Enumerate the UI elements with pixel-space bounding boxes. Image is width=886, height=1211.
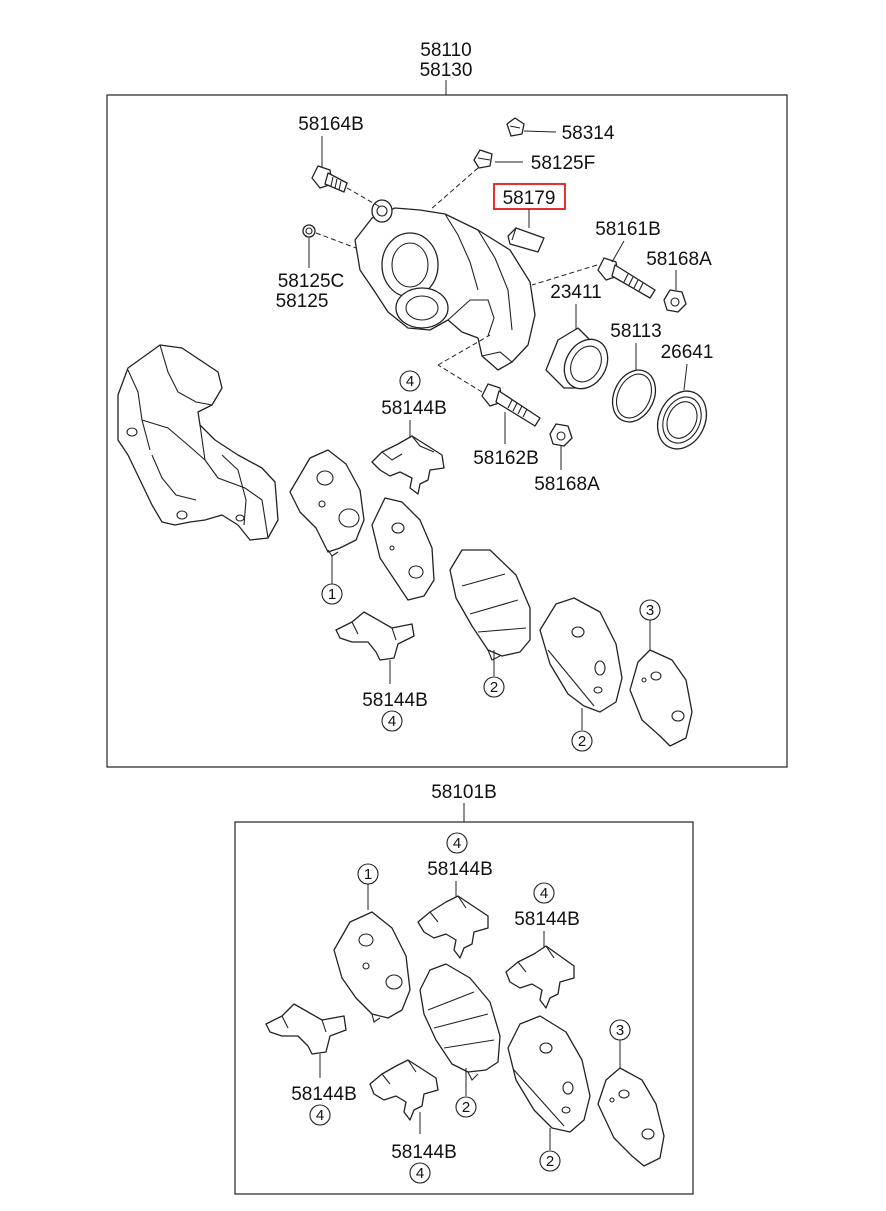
callout-2-text: 2 (546, 1153, 554, 1170)
callout-2-bottom-a: 2 (455, 1096, 477, 1118)
label-58144B-top-b: 58144B (362, 690, 428, 711)
pad-kit-code-58101B: 58101B (431, 782, 497, 803)
label-58144B-bottom-4: 58144B (391, 1142, 457, 1163)
label-58144B-top-a: 58144B (381, 398, 447, 419)
callout-2-top-b: 2 (571, 730, 593, 752)
callout-1-text: 1 (328, 586, 336, 603)
shim-pad-1 (289, 449, 365, 557)
shim-pad-1-bottom (333, 911, 411, 1023)
callout-1-text: 1 (364, 866, 372, 883)
callout-4-text: 4 (453, 835, 461, 852)
brake-pad-2-top-a (449, 549, 531, 661)
nut-58168A-bottom (549, 423, 573, 447)
anti-rattle-clip-bottom-4 (369, 1059, 439, 1121)
caliper-bracket (117, 344, 279, 541)
callout-2-top-a: 2 (483, 676, 505, 698)
callout-4-text: 4 (388, 713, 396, 730)
piston-boot-26641 (656, 390, 708, 450)
label-26641: 26641 (661, 342, 714, 363)
leader-58161B (611, 240, 625, 263)
callout-4-bottom-d: 4 (409, 1162, 431, 1184)
anti-rattle-clip-bottom-2 (505, 945, 575, 1009)
label-58164B: 58164B (298, 114, 364, 135)
label-58144B-bottom-1: 58144B (427, 859, 493, 880)
shim-plate-3-top (629, 649, 693, 747)
guide-bolt-58161B (531, 257, 656, 299)
brake-pad-2-top-b (539, 597, 623, 713)
piston-seal-58113 (611, 369, 657, 423)
brake-pad-2-bottom-b (507, 1015, 591, 1133)
anti-rattle-clip-bottom-3 (265, 1003, 347, 1055)
callout-4-bottom-c: 4 (309, 1104, 331, 1126)
label-58113: 58113 (610, 321, 661, 342)
callout-2-bottom-b: 2 (539, 1150, 561, 1172)
washer-58125C (302, 224, 357, 249)
label-58144B-bottom-2: 58144B (514, 909, 580, 930)
label-58168A-bottom: 58168A (534, 474, 600, 495)
label-58144B-bottom-3: 58144B (291, 1084, 357, 1105)
callout-4-top-a: 4 (399, 370, 421, 392)
label-23411: 23411 (550, 282, 601, 303)
callout-3-bottom: 3 (609, 1019, 631, 1041)
bleeder-screw-58125F (429, 149, 493, 211)
piston-23411 (545, 327, 609, 390)
brake-pad-2-bottom-a (419, 963, 501, 1081)
callout-3-text: 3 (616, 1022, 624, 1039)
anti-rattle-clip-top (371, 435, 445, 495)
caliper-housing (354, 199, 536, 371)
callout-4-text: 4 (406, 373, 414, 390)
shim-plate-a (371, 497, 435, 601)
callout-2-text: 2 (578, 733, 586, 750)
label-58125C: 58125C (278, 271, 345, 292)
callout-4-text: 4 (416, 1165, 424, 1182)
label-58125: 58125 (276, 291, 329, 312)
callout-1-bottom: 1 (357, 863, 379, 885)
leader-58314 (523, 130, 557, 133)
callout-1-top: 1 (321, 583, 343, 605)
label-58168A-top: 58168A (646, 249, 712, 270)
callout-4-bottom-a: 4 (446, 832, 468, 854)
callout-4-top-b: 4 (381, 710, 403, 732)
callout-3-text: 3 (646, 602, 654, 619)
callout-2-text: 2 (462, 1099, 470, 1116)
label-58179: 58179 (503, 188, 556, 209)
assembly-code-58130: 58130 (420, 60, 473, 81)
anti-rattle-clip-bottom-1 (417, 895, 489, 959)
callout-3-top: 3 (639, 599, 661, 621)
clip-58179 (507, 227, 545, 253)
label-58125F: 58125F (531, 153, 595, 174)
guide-bolt-58164B (311, 165, 383, 209)
label-58161B: 58161B (595, 219, 661, 240)
callout-4-text: 4 (316, 1107, 324, 1124)
caliper-assembly-frame (106, 94, 788, 768)
callout-4-text: 4 (540, 885, 548, 902)
nut-58168A-top (663, 289, 687, 313)
callout-4-bottom-b: 4 (533, 882, 555, 904)
assembly-code-58110: 58110 (420, 40, 471, 61)
guide-bolt-58162B (437, 334, 541, 427)
callout-2-text: 2 (490, 679, 498, 696)
leader-26641 (683, 363, 688, 391)
shim-plate-3-bottom (597, 1067, 665, 1167)
label-58162B: 58162B (473, 448, 539, 469)
dust-cap-58314 (506, 117, 525, 137)
label-58314: 58314 (562, 123, 615, 144)
pad-kit-frame (234, 821, 694, 1195)
anti-rattle-clip-top-b (335, 611, 415, 661)
